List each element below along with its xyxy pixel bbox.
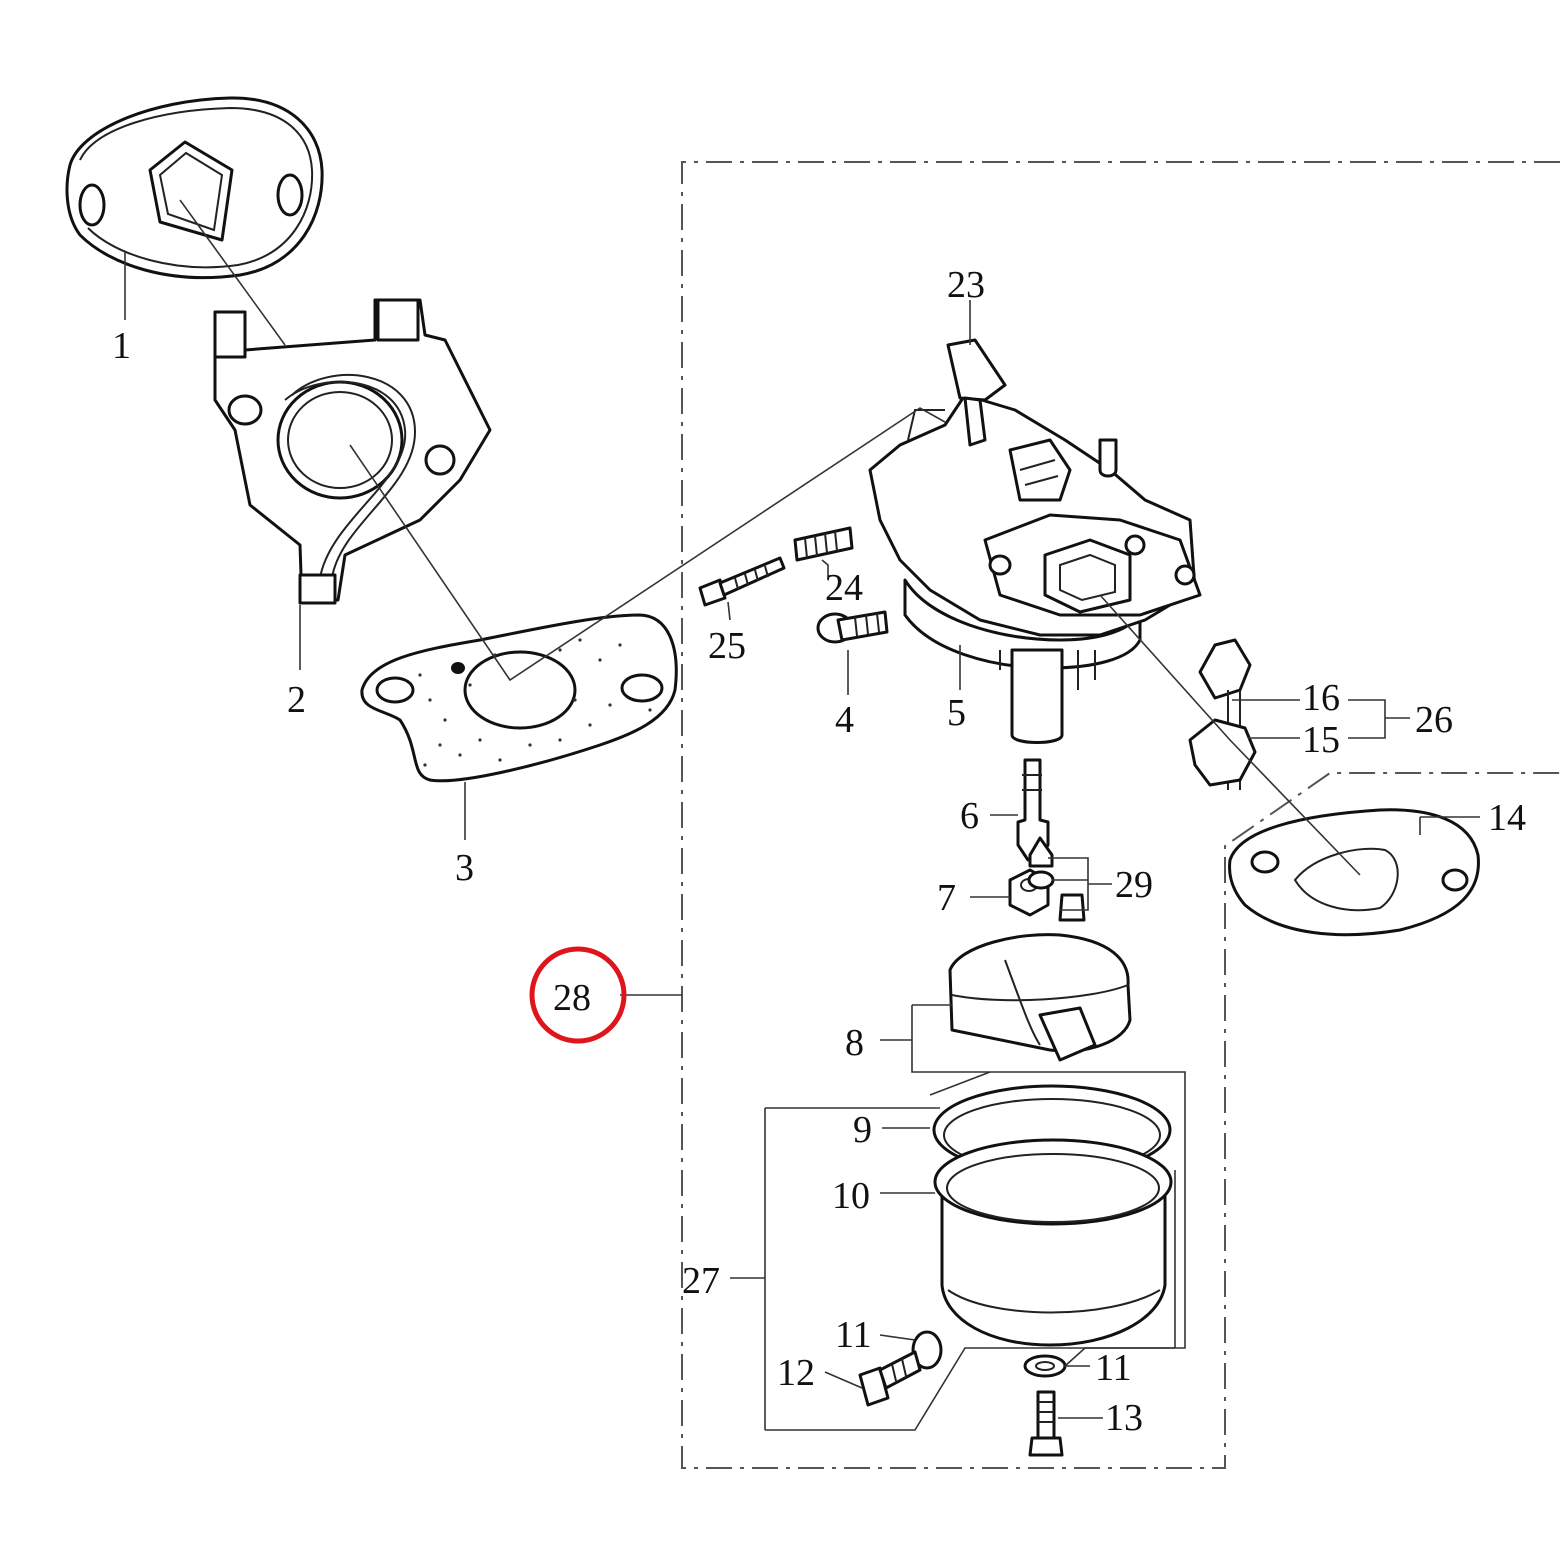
part-25-screw [698,556,786,607]
label-27: 27 [682,1260,720,1302]
label-16: 16 [1302,677,1340,719]
label-2: 2 [287,679,306,721]
label-14: 14 [1488,797,1526,839]
label-15: 15 [1302,719,1340,761]
part-13-bolt [1028,1390,1064,1457]
label-25: 25 [708,625,746,667]
label-6: 6 [960,795,979,837]
label-29: 29 [1115,864,1153,906]
part-29-needle [1027,836,1086,922]
label-8: 8 [845,1022,864,1064]
label-24: 24 [825,567,863,609]
label-7: 7 [937,877,956,919]
part-11-washer-lower [1023,1354,1067,1378]
label-13: 13 [1105,1397,1143,1439]
part-11-washer-upper [911,1330,943,1370]
kit-boundary-28 [681,161,1560,1469]
part-2-plate [213,298,492,605]
leader-lines [124,199,1480,1431]
highlight-circle [529,946,627,1044]
part-1-flange [65,96,324,280]
part-14-gasket [1228,808,1480,937]
part-15-choke-plate [1188,718,1257,787]
label-11-lower: 11 [1095,1347,1132,1389]
part-8-float [948,933,1132,1062]
label-5: 5 [947,692,966,734]
part-10-float-bowl [933,1138,1173,1347]
label-26: 26 [1415,699,1453,741]
part-5-carburetor-body [868,338,1202,744]
part-12-drain-bolt [858,1350,922,1407]
label-3: 3 [455,847,474,889]
part-16-choke-lever [1198,638,1252,790]
label-4: 4 [835,699,854,741]
label-9: 9 [853,1109,872,1151]
label-23: 23 [947,264,985,306]
part-3-gasket [360,613,678,783]
gasket-texture [418,638,652,767]
label-11-upper: 11 [835,1314,872,1356]
part-24-spring [793,526,854,562]
label-10: 10 [832,1175,870,1217]
part-4-screw [816,610,889,644]
label-28: 28 [553,977,591,1019]
label-1: 1 [112,325,131,367]
part-labels: 1 2 3 23 24 25 4 5 16 15 26 14 6 7 29 8 … [112,264,1526,1439]
label-12: 12 [777,1352,815,1394]
